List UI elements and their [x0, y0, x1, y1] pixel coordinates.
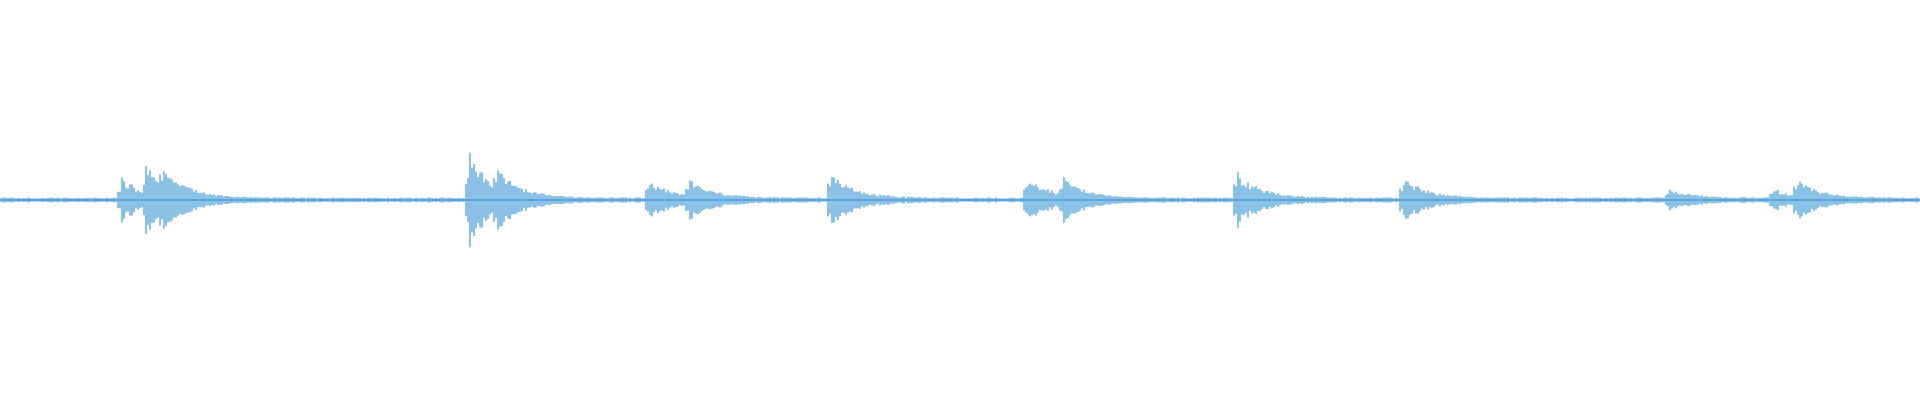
- waveform-bars: [0, 152, 1919, 248]
